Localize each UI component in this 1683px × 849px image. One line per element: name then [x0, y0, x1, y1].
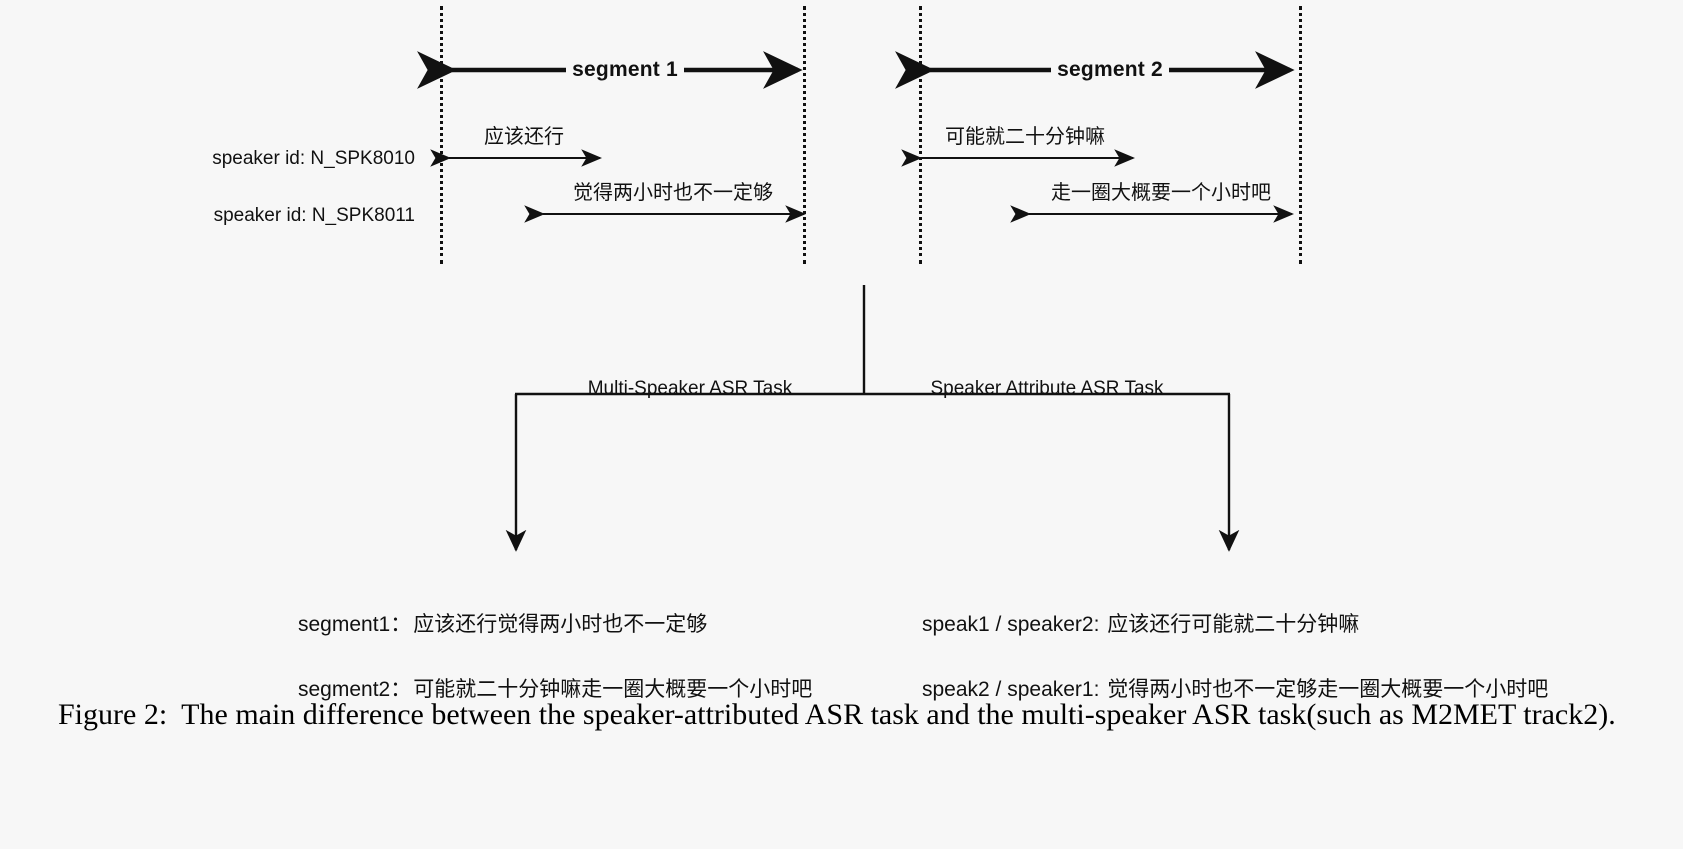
figure-caption-text: The main difference between the speaker-…	[181, 698, 1616, 731]
segment-2-end-boundary	[1299, 6, 1302, 264]
utterance-text-3: 可能就二十分钟嘛	[945, 126, 1105, 148]
branch-connector	[515, 285, 1230, 550]
output-right-2: speak2 / speaker1: 觉得两小时也不一定够走一圈大概要一个小时吧	[922, 673, 1548, 703]
output-right-2-key: speak2 / speaker1:	[922, 678, 1100, 701]
utterance-text-4: 走一圈大概要一个小时吧	[1051, 182, 1271, 204]
segment-2-start-boundary	[919, 6, 922, 264]
output-right-1-key: speak1 / speaker2:	[922, 613, 1100, 636]
figure-caption-label: Figure 2:	[58, 698, 168, 731]
output-left-2-key: segment2：	[298, 678, 412, 701]
output-left-2: segment2：可能就二十分钟嘛走一圈大概要一个小时吧	[298, 673, 812, 703]
branch-label-speaker-attribute-asr: Speaker Attribute ASR Task	[930, 378, 1164, 399]
segment-1-start-boundary	[440, 6, 443, 264]
output-left-1: segment1：应该还行觉得两小时也不一定够	[298, 608, 707, 638]
output-right-1: speak1 / speaker2: 应该还行可能就二十分钟嘛	[922, 608, 1359, 638]
segment-1-end-boundary	[803, 6, 806, 264]
segment-2-title: segment 2	[1051, 58, 1169, 82]
output-right-2-value: 觉得两小时也不一定够走一圈大概要一个小时吧	[1107, 678, 1549, 701]
speaker-label-1: speaker id: N_SPK8010	[212, 148, 415, 169]
output-left-2-value: 可能就二十分钟嘛走一圈大概要一个小时吧	[413, 678, 813, 701]
output-left-1-key: segment1：	[298, 613, 412, 636]
output-left-1-value: 应该还行觉得两小时也不一定够	[413, 613, 708, 636]
utterance-text-1: 应该还行	[484, 126, 564, 148]
segment-1-title: segment 1	[566, 58, 684, 82]
utterance-text-2: 觉得两小时也不一定够	[573, 182, 773, 204]
branch-label-multi-speaker-asr: Multi-Speaker ASR Task	[587, 378, 793, 399]
output-right-1-value: 应该还行可能就二十分钟嘛	[1107, 613, 1360, 636]
figure-caption: Figure 2: The main difference between the…	[58, 694, 1638, 735]
speaker-label-2: speaker id: N_SPK8011	[213, 205, 415, 226]
